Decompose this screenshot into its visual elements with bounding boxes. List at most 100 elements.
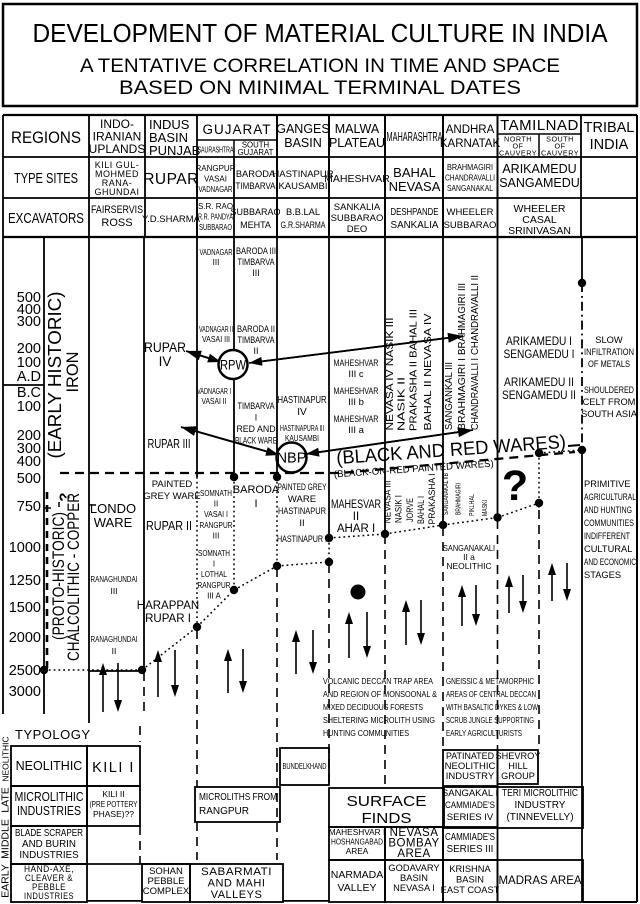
svg-text:BASIN: BASIN xyxy=(400,873,428,883)
svg-text:BARODA II: BARODA II xyxy=(237,324,275,334)
svg-text:AND HUNTING: AND HUNTING xyxy=(584,505,632,515)
svg-text:HAND-AXE,: HAND-AXE, xyxy=(24,864,74,874)
svg-text:IV: IV xyxy=(159,354,172,369)
svg-text:AREAS OF CENTRAL DECCAN: AREAS OF CENTRAL DECCAN xyxy=(446,690,536,699)
svg-text:R.R. PANDYA: R.R. PANDYA xyxy=(198,213,233,222)
svg-text:WHEELER: WHEELER xyxy=(447,207,494,218)
svg-text:WITH BASALTIC DYKES & LOW: WITH BASALTIC DYKES & LOW xyxy=(446,703,538,712)
svg-text:MAHARASHTRA: MAHARASHTRA xyxy=(387,130,443,144)
svg-text:MAHESHVAR: MAHESHVAR xyxy=(324,173,390,185)
svg-text:TIMBARVA: TIMBARVA xyxy=(238,335,275,345)
svg-text:PLATEAU: PLATEAU xyxy=(329,136,385,150)
svg-text:SERIES III: SERIES III xyxy=(447,844,494,855)
svg-text:RANGPUR: RANGPUR xyxy=(198,581,231,590)
svg-text:PAINTED GREY: PAINTED GREY xyxy=(278,482,327,493)
svg-text:LATE: LATE xyxy=(0,787,12,812)
svg-text:KILI II: KILI II xyxy=(102,789,124,799)
svg-text:200: 200 xyxy=(17,428,41,444)
svg-text:PUNJAB: PUNJAB xyxy=(149,143,200,158)
svg-text:IRANIAN: IRANIAN xyxy=(93,130,142,144)
svg-text:BARODA: BARODA xyxy=(236,169,276,179)
svg-text:HASTINAPURA III: HASTINAPURA III xyxy=(280,424,324,433)
svg-text:ROSS: ROSS xyxy=(101,217,132,229)
svg-text:VADNAGAR: VADNAGAR xyxy=(200,248,233,257)
svg-text:GROUP: GROUP xyxy=(501,771,535,781)
svg-text:LOTHAL: LOTHAL xyxy=(201,570,227,579)
svg-text:WARE: WARE xyxy=(288,494,316,505)
svg-text:CHANDRAVALLI: CHANDRAVALLI xyxy=(445,173,495,183)
svg-text:MAHESHVAR: MAHESHVAR xyxy=(334,358,379,369)
svg-text:100: 100 xyxy=(17,355,41,371)
svg-text:300: 300 xyxy=(17,441,41,457)
svg-text:G.R.SHARMA: G.R.SHARMA xyxy=(281,220,327,230)
svg-text:2000: 2000 xyxy=(9,630,41,646)
svg-text:VASAI: VASAI xyxy=(204,175,227,184)
svg-text:CULTURAL: CULTURAL xyxy=(584,544,632,554)
svg-text:SUBBARAO: SUBBARAO xyxy=(230,207,280,217)
svg-text:III: III xyxy=(213,258,220,267)
svg-text:SANGAKAL I: SANGAKAL I xyxy=(442,788,498,799)
svg-text:COMMUNITIES: COMMUNITIES xyxy=(584,518,634,528)
svg-text:NORTH: NORTH xyxy=(504,135,532,144)
svg-text:SURFACE: SURFACE xyxy=(347,793,427,810)
svg-text:SUBBARAO: SUBBARAO xyxy=(199,223,232,232)
svg-text:HILL: HILL xyxy=(508,761,527,771)
svg-text:VADNAGAR I: VADNAGAR I xyxy=(197,387,231,396)
svg-text:BLACK WARE: BLACK WARE xyxy=(235,436,277,446)
svg-text:SOMNATH: SOMNATH xyxy=(200,489,232,498)
svg-text:B.C: B.C xyxy=(17,385,41,401)
svg-text:RPW: RPW xyxy=(220,357,247,373)
svg-text:II: II xyxy=(112,646,117,656)
svg-text:GNEISSIC & METAMORPHIC: GNEISSIC & METAMORPHIC xyxy=(446,677,534,686)
svg-text:INDIA: INDIA xyxy=(590,137,629,153)
svg-text:SANGAMEDU: SANGAMEDU xyxy=(499,176,580,190)
svg-text:OF: OF xyxy=(513,142,524,151)
svg-text:EXCAVATORS: EXCAVATORS xyxy=(8,211,84,227)
svg-text:HUNTING COMMUNITIES: HUNTING COMMUNITIES xyxy=(323,729,409,738)
svg-text:VADNAGAR II: VADNAGAR II xyxy=(199,325,233,334)
svg-text:KARNATAK: KARNATAK xyxy=(440,138,501,150)
svg-text:SENGAMEDU I: SENGAMEDU I xyxy=(504,349,575,361)
svg-text:Y.D.SHARMA: Y.D.SHARMA xyxy=(142,214,201,225)
svg-text:HASTINAPUR: HASTINAPUR xyxy=(278,395,327,406)
svg-text:MIXED DECIDUOUS FORESTS: MIXED DECIDUOUS FORESTS xyxy=(323,703,423,712)
svg-text:I: I xyxy=(255,413,257,423)
svg-text:RANAGHUNDAI: RANAGHUNDAI xyxy=(91,634,138,644)
svg-text:RED AND: RED AND xyxy=(236,424,275,434)
svg-text:500: 500 xyxy=(17,290,41,306)
svg-text:SANGANAKALI: SANGANAKALI xyxy=(443,543,495,553)
svg-text:PRAKASHA I: PRAKASHA I xyxy=(427,474,438,525)
svg-text:SLOW: SLOW xyxy=(595,335,623,345)
svg-text:PEBBLE: PEBBLE xyxy=(32,882,66,892)
svg-text:3000: 3000 xyxy=(9,684,41,700)
svg-text:(PRE POTTERY: (PRE POTTERY xyxy=(90,799,138,809)
svg-text:VASAI III: VASAI III xyxy=(202,335,230,344)
svg-text:ANDHRA: ANDHRA xyxy=(446,124,495,136)
svg-text:AGRICULTURAL: AGRICULTURAL xyxy=(584,492,636,502)
svg-text:RANGPUR: RANGPUR xyxy=(199,806,249,817)
svg-text:IRON: IRON xyxy=(63,352,82,393)
svg-text:KAUSAMBI: KAUSAMBI xyxy=(278,181,327,192)
svg-text:MIDDLE: MIDDLE xyxy=(0,819,12,859)
svg-text:AREA: AREA xyxy=(397,848,430,860)
svg-text:GHUNDAI: GHUNDAI xyxy=(94,187,139,197)
svg-text:BUNDELKHAND: BUNDELKHAND xyxy=(283,762,327,771)
svg-text:STAGES: STAGES xyxy=(584,570,621,580)
svg-text:MOHMED: MOHMED xyxy=(95,169,139,179)
svg-text:1500: 1500 xyxy=(9,600,41,616)
svg-text:HOSHANGABAD: HOSHANGABAD xyxy=(331,837,383,847)
svg-text:PHASE)??: PHASE)?? xyxy=(93,809,134,819)
svg-text:VADNAGAR: VADNAGAR xyxy=(199,185,233,194)
svg-text:JORVE: JORVE xyxy=(405,498,416,522)
svg-text:NEOLITHIC: NEOLITHIC xyxy=(16,759,83,773)
svg-text:?: ? xyxy=(57,492,74,501)
svg-text:II: II xyxy=(353,511,359,523)
svg-text:RUPAR: RUPAR xyxy=(143,171,199,188)
svg-text:BASIN: BASIN xyxy=(149,130,188,145)
svg-text:INDUSTRIES: INDUSTRIES xyxy=(24,891,74,901)
svg-text:500: 500 xyxy=(17,471,41,487)
svg-text:SENGAMEDU II: SENGAMEDU II xyxy=(502,390,576,402)
svg-text:BRAHMAGIRI: BRAHMAGIRI xyxy=(447,162,493,172)
svg-text:SOUTH ASIA: SOUTH ASIA xyxy=(581,409,638,419)
svg-text:SANKALIA: SANKALIA xyxy=(334,202,381,213)
